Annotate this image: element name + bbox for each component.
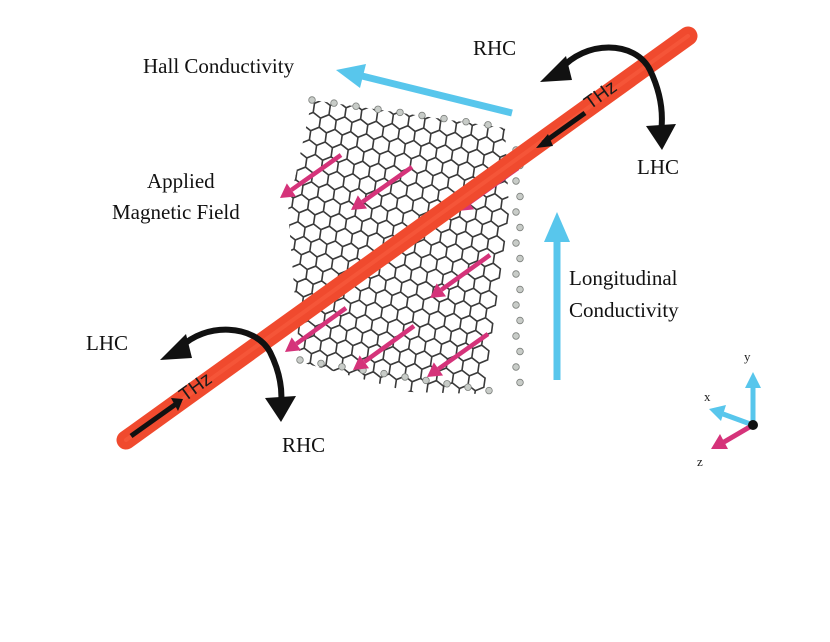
- hydrogen-atom: [516, 316, 524, 325]
- field-arrow: [430, 253, 492, 298]
- hydrogen-atom: [380, 369, 388, 378]
- hydrogen-atom: [296, 356, 304, 364]
- propagation-arrow-lower: [129, 398, 183, 439]
- hydrogen-atom: [512, 332, 520, 340]
- hydrogen-atom: [512, 239, 520, 247]
- rotation-arrow-bottom: [160, 326, 296, 422]
- rotation-arrow-top: [540, 44, 676, 150]
- thz-beam: [116, 26, 698, 450]
- applied-label: Applied: [147, 169, 215, 193]
- hydrogen-atom: [516, 285, 524, 294]
- field-arrow: [427, 332, 490, 377]
- coordinate-axes: y x z: [697, 349, 761, 469]
- conductivity-label: Conductivity: [569, 298, 679, 322]
- hydrogen-atom: [418, 111, 426, 120]
- hydrogen-atom: [516, 254, 524, 263]
- hydrogen-atom: [308, 96, 316, 104]
- hydrogen-atom: [443, 380, 451, 388]
- hydrogen-atom: [512, 270, 520, 278]
- rhc-bottom-label: RHC: [282, 433, 325, 457]
- hydrogen-atom: [516, 347, 524, 356]
- lhc-bottom-label: LHC: [86, 331, 128, 355]
- hydrogen-atom: [440, 114, 448, 123]
- lhc-top-label: LHC: [637, 155, 679, 179]
- propagation-arrow-upper: [536, 110, 587, 148]
- longitudinal-conductivity-arrow: [544, 212, 570, 380]
- hydrogen-atom: [516, 192, 524, 201]
- hydrogen-atom: [374, 105, 382, 113]
- field-arrow: [285, 306, 348, 352]
- hydrogen-atom: [484, 121, 492, 129]
- hydrogen-atom: [516, 223, 524, 232]
- hydrogen-atom: [396, 108, 404, 117]
- hydrogen-atom: [485, 386, 493, 395]
- hydrogen-atom: [512, 208, 520, 216]
- hall-conductivity-arrow: [336, 64, 513, 117]
- axis-z-label: z: [697, 454, 703, 469]
- hydrogen-atom: [516, 378, 524, 387]
- field-arrow: [280, 153, 343, 198]
- field-arrow: [353, 324, 416, 370]
- hydrogen-atom: [317, 359, 325, 368]
- hydrogen-atom: [512, 363, 520, 371]
- axis-y-label: y: [744, 349, 751, 364]
- axis-x-label: x: [704, 389, 711, 404]
- hydrogen-atom: [338, 363, 346, 371]
- rhc-top-label: RHC: [473, 36, 516, 60]
- field-arrow: [351, 165, 414, 210]
- hydrogen-atom: [352, 102, 360, 110]
- hall-conductivity-label: Hall Conductivity: [143, 54, 295, 78]
- hydrogen-atom: [512, 177, 520, 185]
- hydrogen-atom: [464, 383, 472, 391]
- hydrogen-atom: [401, 373, 409, 381]
- hydrogen-atom: [462, 117, 470, 126]
- hydrogen-atom: [512, 301, 520, 309]
- hydrogen-atom: [330, 99, 338, 107]
- hydrogen-atom: [422, 376, 430, 385]
- magnetic-field-label: Magnetic Field: [112, 200, 240, 224]
- longitudinal-label: Longitudinal: [569, 266, 678, 290]
